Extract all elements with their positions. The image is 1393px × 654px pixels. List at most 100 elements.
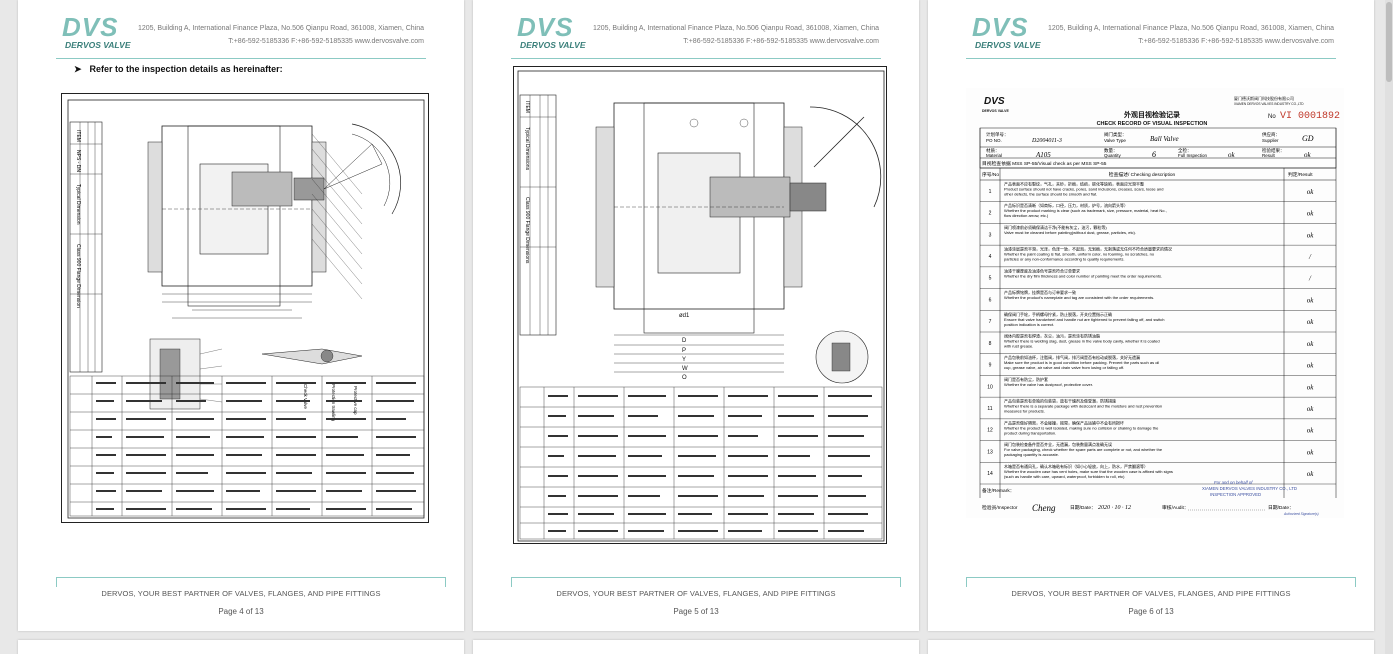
typical-label: Typical Dimensions (524, 127, 530, 171)
remark-label: 备注/Remark： (982, 487, 1015, 494)
footer-tick (445, 577, 446, 587)
row-number: 7 (989, 319, 992, 325)
dim-label: Y (682, 357, 686, 363)
row-number: 9 (989, 363, 992, 369)
stamp-approved: INSPECTION APPROVED (1210, 492, 1261, 497)
row-number: 8 (989, 341, 992, 347)
row-result: ok (1307, 362, 1315, 370)
row-desc-en: cup, grease valve, air valve and drain v… (1004, 365, 1124, 370)
header-divider (966, 58, 1336, 59)
row-result: ok (1307, 340, 1315, 348)
nps-label: NPS - DN (75, 150, 81, 172)
row-desc-en: (such as handle with care, upward, water… (1004, 474, 1125, 479)
row-desc-cn: 确保阀门手轮，手柄螺母拧紧，防止脱落，开关位置指示正确 (1004, 311, 1112, 317)
footer-tick (56, 577, 57, 587)
check-valve-label: Check Valve (303, 384, 308, 409)
row-number: 1 (989, 189, 992, 195)
type-label-en: Valve Type (1104, 138, 1126, 143)
row-result: ok (1307, 231, 1315, 239)
footer-tick (511, 577, 512, 587)
page-footer: DERVOS, YOUR BEST PARTNER OF VALVES, FLA… (473, 572, 919, 631)
inspection-basis: 目视检查依据 MSS SP-55/Visual check as per MSS… (982, 160, 1107, 167)
row-desc-en: flow direction arrow, etc.) (1004, 213, 1049, 218)
drawing-svg: ITEM NPS - DN Typical Dimension Class 90… (67, 99, 425, 519)
dim-label: W (682, 366, 688, 372)
dim-label: D (682, 338, 687, 344)
form-title-cn: 外观目视检验记录 (1124, 110, 1180, 119)
result-en: Result (1262, 153, 1276, 158)
page-7-preview (18, 640, 464, 654)
row-desc-en: product during transportation. (1004, 430, 1056, 435)
row-number: 13 (987, 449, 993, 455)
record-no-value: VI 0001892 (1280, 111, 1340, 122)
row-desc-en: particles or any non-conformance accordi… (1004, 257, 1125, 262)
record-no-label: No (1268, 114, 1276, 120)
page-9-preview (928, 640, 1374, 654)
date-value: 2020 · 10 · 12 (1098, 505, 1131, 511)
row-desc-cn: 产品表面不应有裂纹，气孔，夹砂，折痕，结疤，碳化等缺陷，表面应光滑平整 (1004, 181, 1144, 187)
dim-label: P (682, 348, 686, 354)
row-desc-en: other defects, the surface should be smo… (1004, 192, 1097, 197)
row-number: 2 (989, 211, 992, 217)
page-header: DVS DERVOS VALVE 1205, Building A, Inter… (18, 0, 464, 60)
form-company-en: XIAMEN DERVOS VALVES INDUSTRY CO.,LTD (1234, 102, 1304, 106)
material-cn: 材质： (986, 147, 1000, 154)
row-number: 5 (989, 276, 992, 282)
form-company-cn: 厦门德沃斯阀门科技股份有限公司 (1234, 95, 1294, 101)
page-4: DVS DERVOS VALVE 1205, Building A, Inter… (18, 0, 464, 631)
row-desc-cn: 油漆涂层是否平滑，光泽，色泽一致，不起泡，无划痕，无剥落或无任何不符合质量要求的… (1004, 246, 1172, 252)
row-number: 14 (987, 471, 993, 477)
po-label-cn: 计划单号： (986, 131, 1009, 138)
dim-label: ød1 (679, 313, 690, 319)
page-number: Page 4 of 13 (218, 607, 264, 616)
row-desc-en: Whether there is a separate package with… (1004, 404, 1162, 409)
authorized-signature: Authorized Signature(s) (1283, 512, 1319, 516)
row-result: ok (1307, 383, 1315, 391)
form-title-en: CHECK RECORD OF VISUAL INSPECTION (1097, 121, 1208, 127)
page-number: Page 6 of 13 (1128, 607, 1174, 616)
stamp-company: XIAMEN DERVOS VALVES INDUSTRY CO., LTD (1202, 486, 1297, 491)
footer-tick (900, 577, 901, 587)
row-desc-en: Whether the product marking is clear (su… (1004, 208, 1167, 213)
row-desc-cn: 产品包装是否有单独的包装袋，放有干燥剂及做受潮，防锈措施 (1004, 398, 1116, 404)
form-logo: DVS (984, 96, 1005, 107)
footer-divider (56, 577, 446, 578)
footer-divider (966, 577, 1356, 578)
header-address: 1205, Building A, International Finance … (1047, 25, 1334, 45)
page-8-preview (473, 640, 919, 654)
date-label: 日期/Date： (1070, 505, 1096, 511)
item-label: ITEM (75, 130, 81, 142)
scrollbar-thumb[interactable] (1386, 2, 1392, 82)
company-logo: DVS DERVOS VALVE (517, 12, 586, 50)
col-desc-header: 检查描述/ Checking description (1109, 171, 1176, 178)
inspection-rows: 1产品表面不应有裂纹，气孔，夹砂，折痕，结疤，碳化等缺陷，表面应光滑平整Prod… (980, 181, 1336, 485)
row-desc-cn: 阀体内腔是否有焊渣，灰尘，油污，是否涂有防锈油脂 (1004, 333, 1100, 339)
header-divider (511, 58, 881, 59)
page-6: DVS DERVOS VALVE 1205, Building A, Inter… (928, 0, 1374, 631)
vertical-scrollbar[interactable] (1385, 0, 1393, 654)
po-value: D2004011-3 (1031, 137, 1062, 144)
drawing-svg: ITEM Typical Dimensions Class 900 Flange… (517, 70, 885, 542)
inspector-signature: Cheng (1032, 503, 1056, 513)
row-result: ok (1307, 296, 1315, 304)
class-label: Class 900 Flange Dimension (75, 244, 81, 308)
col-result-header: 判定/Result (1288, 171, 1313, 178)
row-desc-en: Whether there is welding slag, dust, gre… (1004, 339, 1160, 344)
row-number: 6 (989, 297, 992, 303)
row-desc-cn: 阀门喷漆前必须确保清洁干净(不能有灰尘，油污，颗粒等) (1004, 224, 1107, 230)
row-desc-en: packaging quantity is accurate. (1004, 452, 1059, 457)
result-cn: 检验结果： (1262, 147, 1285, 154)
class-label: Class 900 Flange Dimensions (524, 197, 530, 264)
qty-cn: 数量： (1104, 147, 1118, 154)
qty-value: 6 (1152, 150, 1156, 159)
page-footer: DERVOS, YOUR BEST PARTNER OF VALVES, FLA… (928, 572, 1374, 631)
full-en: Full Inspection (1178, 153, 1208, 158)
footer-slogan: DERVOS, YOUR BEST PARTNER OF VALVES, FLA… (101, 589, 381, 598)
company-logo: DVS DERVOS VALVE (62, 12, 131, 50)
row-desc-en: Whether the valve has dustproof, protect… (1004, 382, 1093, 387)
row-desc-en: For valve packaging, check whether the s… (1004, 447, 1163, 452)
page-footer: DERVOS, YOUR BEST PARTNER OF VALVES, FLA… (18, 572, 464, 631)
po-label-en: PO NO. (986, 138, 1002, 143)
row-result: ok (1307, 405, 1315, 413)
